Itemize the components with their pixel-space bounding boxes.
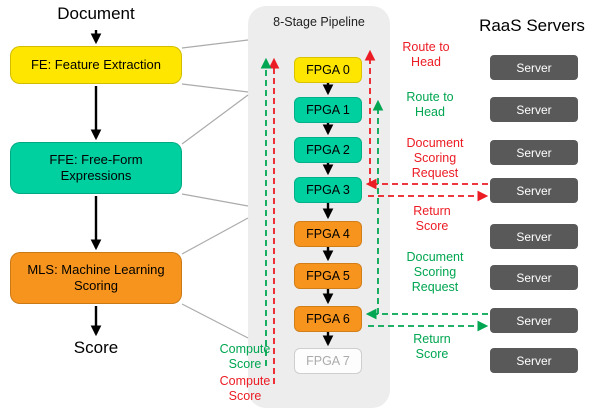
- fpga-stage-1: FPGA 1: [294, 97, 362, 123]
- server-row: Server: [490, 55, 578, 80]
- fpga-stage-5: FPGA 5: [294, 263, 362, 289]
- document-input-label: Document: [57, 4, 135, 23]
- fpga-stage-2: FPGA 2: [294, 137, 362, 163]
- server-row: Server: [490, 265, 578, 290]
- raas-servers-title: RaaS Servers: [479, 16, 585, 35]
- score-output-label: Score: [73, 338, 119, 357]
- fpga-stage-7: FPGA 7: [294, 348, 362, 374]
- pipeline-title: 8-Stage Pipeline: [273, 15, 365, 29]
- return-score-label-green: Return Score: [413, 332, 451, 361]
- fpga-stage-3: FPGA 3: [294, 177, 362, 203]
- route-to-head-label-red: Route to Head: [402, 40, 450, 69]
- doc-scoring-request-label-green: Document Scoring Request: [406, 250, 464, 294]
- server-row: Server: [490, 224, 578, 249]
- doc-scoring-request-label-red: Document Scoring Request: [406, 136, 464, 180]
- compute-score-label-green: Compute Score: [219, 342, 271, 371]
- stage-mapping-lines: [181, 39, 249, 339]
- compute-score-label-red: Compute Score: [219, 374, 271, 403]
- server-row: Server: [490, 308, 578, 333]
- fpga-stage-0: FPGA 0: [294, 57, 362, 83]
- server-row: Server: [490, 178, 578, 203]
- server-row: Server: [490, 97, 578, 122]
- server-row: Server: [490, 140, 578, 165]
- return-score-label-red: Return Score: [413, 204, 451, 233]
- fpga-stage-4: FPGA 4: [294, 221, 362, 247]
- stage-machine-learning-scoring: MLS: Machine Learning Scoring: [10, 252, 182, 304]
- stage-free-form-expressions: FFE: Free-Form Expressions: [10, 142, 182, 194]
- route-to-head-label-green: Route to Head: [406, 90, 454, 119]
- stage-feature-extraction: FE: Feature Extraction: [10, 46, 182, 84]
- fpga-stage-6: FPGA 6: [294, 306, 362, 332]
- server-row: Server: [490, 348, 578, 373]
